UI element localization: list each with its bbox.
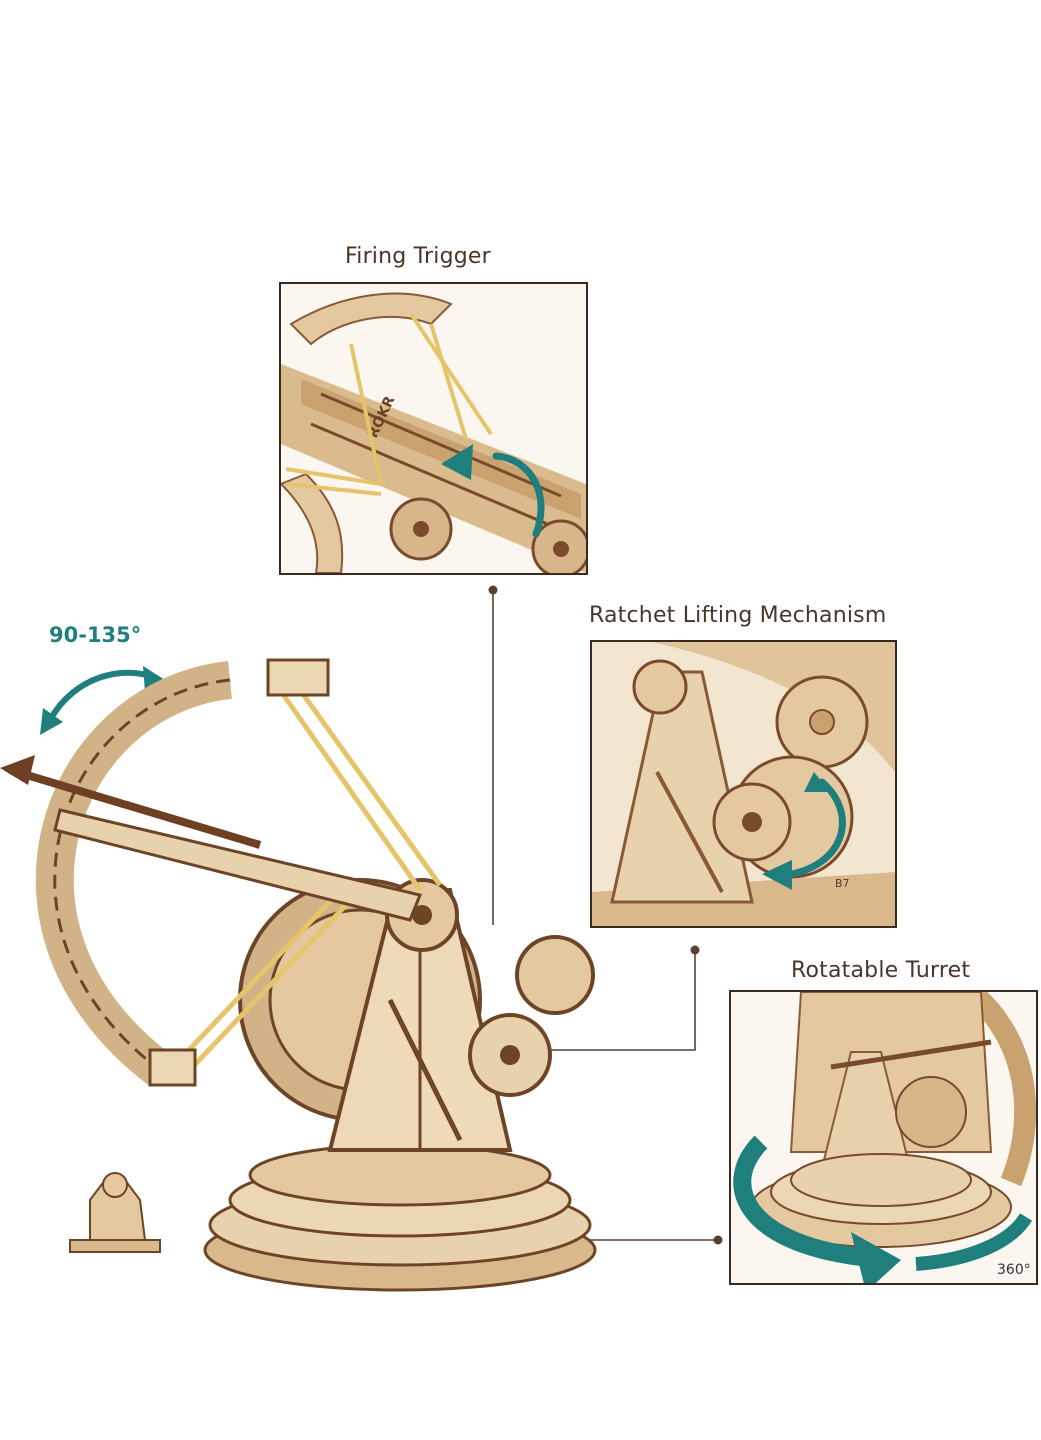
firing-trigger-image: ROKR (281, 284, 586, 573)
firing-trigger-inset: ROKR (279, 282, 588, 575)
ballista-model (0, 630, 620, 1310)
ratchet-part-label: B7 (835, 877, 850, 890)
ratchet-inset: B7 (590, 640, 897, 928)
rotation-arrow-icon (733, 1135, 1032, 1283)
curved-arrow-icon (762, 772, 846, 890)
rotation-angle-label: 360° (997, 1262, 1031, 1278)
turret-inset: 360° (729, 990, 1038, 1285)
turret-image (731, 992, 1036, 1283)
lift-range-label: 90-135° (49, 623, 142, 647)
curved-arrow-icon (40, 666, 165, 735)
ratchet-label: Ratchet Lifting Mechanism (589, 603, 887, 628)
turret-label: Rotatable Turret (791, 958, 971, 983)
ratchet-image: B7 (592, 642, 895, 926)
curved-arrow-icon (441, 444, 545, 538)
firing-trigger-label: Firing Trigger (345, 244, 491, 269)
